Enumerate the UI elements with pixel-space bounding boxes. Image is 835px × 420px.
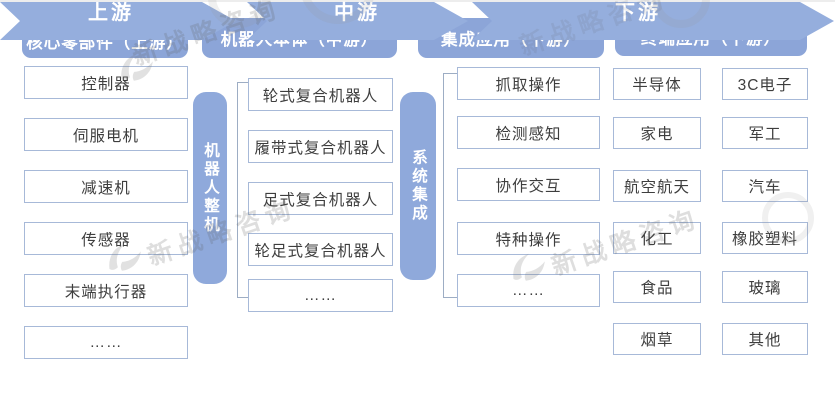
item-box: …… bbox=[248, 279, 393, 312]
arrow-downstream bbox=[472, 2, 834, 40]
arrow-midstream bbox=[247, 2, 468, 40]
item-box: 其他 bbox=[722, 323, 808, 355]
item-box: 半导体 bbox=[613, 68, 701, 100]
side-label-robot-assembly: 机器人整机 bbox=[193, 92, 227, 284]
item-box: 食品 bbox=[613, 271, 701, 303]
side-label-system-integration: 系统集成 bbox=[400, 92, 436, 280]
arrow-label-midstream: 中游 bbox=[334, 2, 380, 24]
item-box: 汽车 bbox=[722, 170, 808, 202]
item-box: 减速机 bbox=[24, 170, 188, 203]
item-box: 化工 bbox=[613, 222, 701, 254]
item-box: …… bbox=[24, 326, 188, 359]
arrow-label-upstream: 上游 bbox=[88, 2, 134, 24]
item-box: 3C电子 bbox=[722, 68, 808, 100]
item-box: 轮足式复合机器人 bbox=[248, 233, 393, 266]
item-box: 烟草 bbox=[613, 323, 701, 355]
item-box: 家电 bbox=[613, 117, 701, 149]
item-box: 军工 bbox=[722, 117, 808, 149]
arrow-label-downstream: 下游 bbox=[615, 2, 661, 24]
item-box: 伺服电机 bbox=[24, 118, 188, 151]
item-box: 末端执行器 bbox=[24, 274, 188, 307]
flow-arrow-band bbox=[0, 2, 834, 40]
bottom-divider bbox=[0, 0, 835, 2]
item-box: 履带式复合机器人 bbox=[248, 130, 393, 163]
item-box: 检测感知 bbox=[457, 116, 600, 149]
group-bracket bbox=[237, 82, 248, 298]
item-box: 橡胶塑料 bbox=[722, 222, 808, 254]
item-box: 玻璃 bbox=[722, 271, 808, 303]
item-box: 协作交互 bbox=[457, 168, 600, 201]
item-box: 航空航天 bbox=[613, 170, 701, 202]
item-box: 足式复合机器人 bbox=[248, 182, 393, 215]
item-box: 特种操作 bbox=[457, 222, 600, 255]
item-box: 轮式复合机器人 bbox=[248, 78, 393, 111]
item-box: 传感器 bbox=[24, 222, 188, 255]
item-box: …… bbox=[457, 274, 600, 307]
item-box: 控制器 bbox=[24, 66, 188, 99]
arrow-upstream bbox=[0, 2, 236, 40]
item-box: 抓取操作 bbox=[457, 67, 600, 100]
group-bracket bbox=[443, 73, 457, 298]
